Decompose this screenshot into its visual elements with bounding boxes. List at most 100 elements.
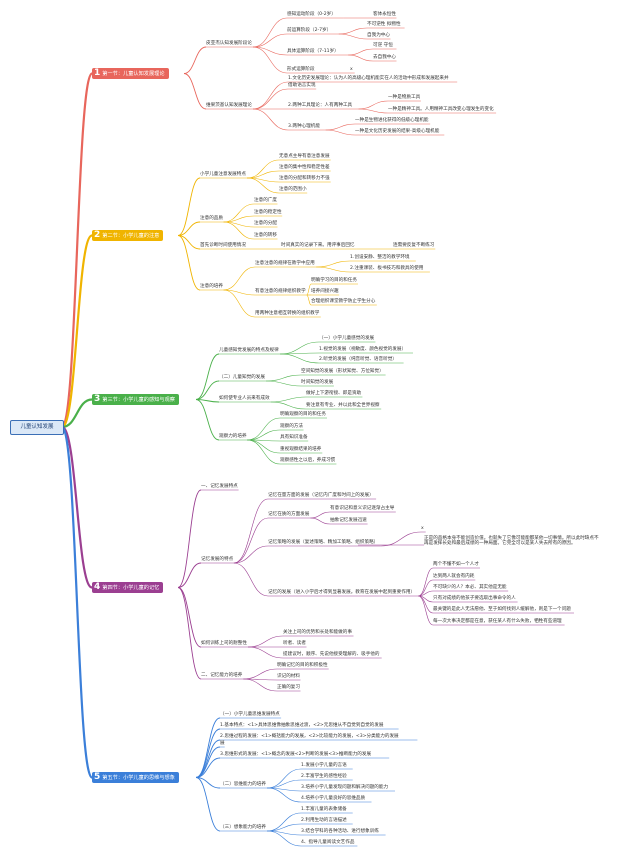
topic-node[interactable]: 注意的培养 bbox=[200, 284, 223, 289]
topic-node[interactable]: 达到两人就会有内耗 bbox=[433, 574, 475, 579]
topic-node[interactable]: 3.两种心理机能 bbox=[288, 124, 320, 129]
topic-node[interactable]: 正确的复习 bbox=[277, 685, 300, 690]
topic-node[interactable]: 2.两种工具理论：人有两种工具 bbox=[288, 103, 353, 108]
topic-node[interactable]: 有意识记和意义识记逐渐占主导 bbox=[330, 506, 395, 511]
topic-node[interactable]: （三）想象能力的培养 bbox=[220, 825, 266, 830]
topic-node[interactable]: 一、记忆发展特点 bbox=[201, 484, 238, 489]
topic-node[interactable]: 3.培养小学儿童发现问题和解决问题的能力 bbox=[301, 785, 389, 790]
topic-node[interactable]: 1.发展小学儿童的言语 bbox=[301, 763, 347, 768]
topic-node[interactable]: 无意点主导有意注意发展 bbox=[279, 154, 330, 159]
topic-node[interactable]: 最关键的是此人无法愿他、至于如何找到人缓解他，则是下一个问题 bbox=[433, 607, 571, 612]
topic-node[interactable]: 记忆在质的方面发展 bbox=[268, 512, 310, 517]
topic-node[interactable]: 观察感性之以后，养成习惯 bbox=[280, 458, 336, 463]
topic-node[interactable]: x bbox=[421, 526, 424, 531]
topic-node[interactable]: 注意的广度 bbox=[254, 198, 277, 203]
topic-node[interactable]: 时间真实的记录下来。用评事后回忆 bbox=[281, 243, 355, 248]
topic-node[interactable]: 识记的材料 bbox=[277, 674, 300, 679]
topic-node[interactable]: 维果茨基认知发展理论 bbox=[206, 103, 252, 108]
note-paragraph[interactable]: 正是的品格本身不能创造价值。也就失了它像可能能都某他一切事情。所以此时缺点不再是… bbox=[424, 536, 599, 547]
topic-node[interactable]: 具体运算阶段（7-11岁） bbox=[287, 49, 339, 54]
topic-node[interactable]: 1.丰富儿童的表象储备 bbox=[301, 807, 347, 812]
topic-node[interactable]: 1.文化历史发展理论：认为人的高级心理机能实在人的活动中形成和发展起来并 bbox=[288, 76, 449, 81]
topic-node[interactable]: 2.利用生动的言语描述 bbox=[301, 818, 347, 823]
topic-node[interactable]: 二、记忆能力的培养 bbox=[201, 673, 243, 678]
topic-node[interactable]: 借助语言实现 bbox=[288, 83, 316, 88]
topic-node[interactable]: 不可逆性 拟物性 bbox=[367, 22, 401, 27]
topic-node[interactable]: 注意的稳定性 bbox=[254, 210, 282, 215]
topic-node[interactable]: （一）小学儿童思维发展特点 bbox=[220, 712, 280, 717]
topic-node[interactable]: 记忆发展的特点 bbox=[201, 557, 234, 562]
topic-node[interactable]: 4、指导儿童阅读文艺作品 bbox=[301, 840, 355, 845]
topic-node[interactable]: 提建议时，顺序、先说他接受理解的、吸手他的 bbox=[283, 652, 380, 657]
topic-node[interactable]: 合理组织课堂教学防止学生分心 bbox=[311, 299, 376, 304]
topic-node[interactable]: 注意的范围小 bbox=[279, 187, 307, 192]
topic-node[interactable]: 明确记忆的目的和积极性 bbox=[277, 663, 328, 668]
topic-node[interactable]: 连需要反复不断练习 bbox=[393, 243, 435, 248]
topic-node[interactable]: 培养间接兴趣 bbox=[311, 289, 339, 294]
topic-node[interactable]: 可逆 守恒 bbox=[373, 43, 393, 48]
topic-node[interactable]: 去自我中心 bbox=[373, 55, 396, 60]
topic-node[interactable]: 3.思维形式的发展：<1>概念的发展<2>判断的发展<3>推断能力的发展 bbox=[220, 752, 372, 757]
topic-node[interactable]: 注意的分配和转移力不强 bbox=[279, 176, 330, 181]
topic-node[interactable]: 自我为中心 bbox=[367, 33, 390, 38]
topic-node[interactable]: 2.听觉的发展（纯音听觉、语音听觉） bbox=[319, 357, 397, 362]
topic-node[interactable]: 一种是生物进化获得的低级心理机能 bbox=[355, 118, 429, 123]
topic-node[interactable]: 要注意有专业、并以此和全世界视察 bbox=[306, 403, 380, 408]
topic-node[interactable]: 注意的分配 bbox=[254, 221, 277, 226]
topic-node[interactable]: 每一次大事决定都是在意，获任某人有什么失败，牺牲有些道理 bbox=[433, 619, 562, 624]
topic-node[interactable]: 一种是物质工具 bbox=[388, 95, 421, 100]
topic-node[interactable]: 2.思维过程的发展：<1>概括能力的发展，<2>比较能力的发展，<3>分类能力的… bbox=[220, 734, 399, 739]
topic-node[interactable]: 不可缺少的人？本必、其实他是无能 bbox=[433, 585, 507, 590]
topic-node[interactable]: 记忆策略的发展（复述策略、精加工策略、组织策略） bbox=[268, 540, 379, 545]
topic-node[interactable]: 重视观察结果的培养 bbox=[280, 447, 322, 452]
topic-node[interactable]: 观察力的培养 bbox=[219, 434, 247, 439]
topic-node[interactable]: 一种是精神工具。人用精神工具改变心理发生的变化 bbox=[388, 107, 494, 112]
topic-node[interactable]: 如何使专业人员来有成效 bbox=[219, 396, 270, 401]
topic-node[interactable]: 两个不懂不如一个人才 bbox=[433, 562, 479, 567]
topic-node[interactable]: x bbox=[350, 67, 353, 72]
topic-node[interactable]: 一种是文化历史发展的结果-高级心理机能 bbox=[355, 129, 440, 134]
topic-node[interactable]: 前运算阶段（2-7岁） bbox=[287, 28, 332, 33]
topic-node[interactable]: 儿童感知觉发展的特点及规律 bbox=[219, 348, 279, 353]
topic-node[interactable]: 1.视觉的发展（视敏度、颜色视觉的发展） bbox=[319, 347, 407, 352]
topic-node[interactable]: 关注上司的优势和长处和能做的事 bbox=[283, 630, 352, 635]
topic-node[interactable]: 只有对成绩的他孩子要选取出事命令的人 bbox=[433, 596, 516, 601]
topic-node[interactable]: 展 bbox=[220, 741, 225, 746]
topic-node[interactable]: 皮亚杰认知发展阶段论 bbox=[206, 41, 252, 46]
topic-node[interactable]: 注意的转移 bbox=[254, 233, 277, 238]
topic-node[interactable]: 明确学习的目的和任务 bbox=[311, 278, 357, 283]
topic-node[interactable]: 1.基本特点：<1>具体思维像抽象思维过渡，<2>元思维从不自觉到自觉的发展 bbox=[220, 723, 384, 728]
topic-node[interactable]: 有意注意的规律组织教学 bbox=[255, 289, 306, 294]
topic-node[interactable]: 如何训练上司的耐整性 bbox=[201, 641, 247, 646]
topic-node[interactable]: 感知运动阶段（0-2岁） bbox=[287, 12, 336, 17]
topic-node[interactable]: （二）儿童知觉的发展 bbox=[219, 375, 265, 380]
topic-node[interactable]: 用两种注意相互转换的组织教学 bbox=[255, 311, 320, 316]
topic-node[interactable]: 首先诊断时间使用情况 bbox=[200, 243, 246, 248]
topic-node[interactable]: 时间知觉的发展 bbox=[301, 380, 334, 385]
topic-node[interactable]: 明确观察的目的和任务 bbox=[280, 412, 326, 417]
topic-node[interactable]: 注意的集中性和稳定性差 bbox=[279, 165, 330, 170]
topic-node[interactable]: 空间知觉的发展（形状知觉、方位知觉） bbox=[301, 369, 384, 374]
topic-node[interactable]: 听者、读者 bbox=[283, 641, 306, 646]
topic-node[interactable]: 客体永恒性 bbox=[373, 12, 396, 17]
topic-node[interactable]: （一）小学儿童感觉的发展 bbox=[319, 336, 375, 341]
topic-node[interactable]: 记忆在量方面的发展（记忆内广度和时间上的发展） bbox=[268, 493, 374, 498]
topic-node[interactable]: （二）思维能力的培养 bbox=[220, 782, 266, 787]
topic-node[interactable]: 记忆的发展（进入小学后才得到显著发展。教育在发展中起到重要作用） bbox=[268, 590, 416, 595]
topic-node[interactable]: 2.丰富学生的感性经验 bbox=[301, 774, 347, 779]
topic-node[interactable]: 小学儿童注意发展特点 bbox=[200, 172, 246, 177]
topic-node[interactable]: 注意的品质 bbox=[200, 216, 223, 221]
topic-node[interactable]: 形式运算阶段 bbox=[287, 67, 315, 72]
topic-node[interactable]: 3.结合学科的各种活动、进行想象训练 bbox=[301, 829, 379, 834]
topic-node[interactable]: 4.培养小学儿童良好的思维品质 bbox=[301, 796, 366, 801]
topic-node[interactable]: 做好上下游衔接、即是资助 bbox=[306, 391, 362, 396]
topic-node[interactable]: 观察的方法 bbox=[280, 424, 303, 429]
topic-node[interactable]: 注意注意的规律在教学中应用 bbox=[255, 261, 315, 266]
topic-node[interactable]: 具有知识准备 bbox=[280, 435, 308, 440]
topic-node[interactable]: 抽象记忆发展迅速 bbox=[330, 518, 367, 523]
